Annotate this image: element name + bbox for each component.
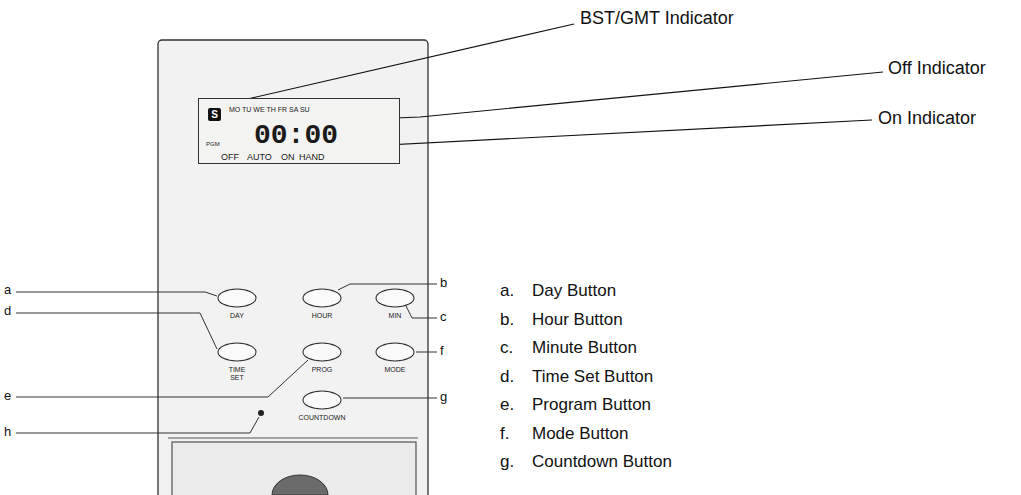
mode-auto: AUTO <box>247 152 272 162</box>
mode-off: OFF <box>221 152 239 162</box>
callout-letter: f <box>440 344 444 359</box>
list-key: d. <box>500 367 514 387</box>
mode-hand: HAND <box>299 152 325 162</box>
list-key: e. <box>500 395 514 415</box>
cover-flap <box>172 442 416 495</box>
leader-a <box>16 292 217 296</box>
leader-h <box>16 417 259 433</box>
leader-f <box>416 352 437 353</box>
button-oval <box>302 288 342 308</box>
flap-notch <box>272 475 328 495</box>
indicator-annotation: Off Indicator <box>888 58 986 79</box>
callout-letter: b <box>440 276 447 291</box>
callout-letter: d <box>4 304 11 319</box>
push-button: DAY <box>217 288 257 320</box>
button-label: HOUR <box>302 312 342 320</box>
list-item: Minute Button <box>532 338 637 358</box>
program-label: PGM <box>206 141 220 148</box>
button-label: MODE <box>375 366 415 374</box>
list-item: Countdown Button <box>532 452 672 472</box>
callout-letter: a <box>4 283 11 298</box>
callout-letter: e <box>4 389 11 404</box>
indicator-annotation: BST/GMT Indicator <box>580 8 734 29</box>
push-button: HOUR <box>302 288 342 320</box>
leader-d <box>16 313 217 349</box>
callout-letter: h <box>4 425 11 440</box>
list-key: c. <box>500 338 513 358</box>
leader-c <box>406 306 437 318</box>
list-item: Day Button <box>532 281 616 301</box>
list-item: Time Set Button <box>532 367 653 387</box>
leader-g <box>343 398 437 399</box>
list-key: b. <box>500 310 514 330</box>
button-label: TIME SET <box>223 366 251 383</box>
callout-letter: g <box>440 390 447 405</box>
day-row: MO TU WE TH FR SA SU <box>229 106 310 114</box>
list-item: Mode Button <box>532 424 628 444</box>
lcd-display: S MO TU WE TH FR SA SU PGM 00:00OFF AUTO ON HA… <box>198 98 400 164</box>
button-oval <box>302 342 342 362</box>
push-button: MODE <box>375 342 415 374</box>
button-oval <box>375 288 415 308</box>
button-oval <box>302 390 342 410</box>
mode-on: ON <box>281 152 295 162</box>
list-key: a. <box>500 281 514 301</box>
list-item: Program Button <box>532 395 651 415</box>
button-oval <box>375 342 415 362</box>
button-label: COUNTDOWN <box>296 414 348 422</box>
flap-line <box>168 438 418 439</box>
bst-gmt-leader <box>217 24 574 106</box>
bst-gmt-symbol: S <box>208 108 221 121</box>
timer-housing <box>158 40 428 495</box>
list-key: g. <box>500 452 514 472</box>
push-button: COUNTDOWN <box>296 390 348 422</box>
time-digits: 00:00 <box>254 122 338 150</box>
button-oval <box>217 288 257 308</box>
button-label: DAY <box>217 312 257 320</box>
button-label: MIN <box>375 312 415 320</box>
push-button: MIN <box>375 288 415 320</box>
push-button: TIME SET <box>217 342 257 383</box>
list-key: f. <box>500 424 509 444</box>
leader-e <box>16 360 308 397</box>
leader-b <box>338 284 437 290</box>
indicator-annotation: On Indicator <box>878 108 976 129</box>
list-item: Hour Button <box>532 310 623 330</box>
button-label: PROG <box>302 366 342 374</box>
button-oval <box>217 342 257 362</box>
reset-hole <box>258 410 264 416</box>
callout-letter: c <box>440 310 447 325</box>
push-button: PROG <box>302 342 342 374</box>
